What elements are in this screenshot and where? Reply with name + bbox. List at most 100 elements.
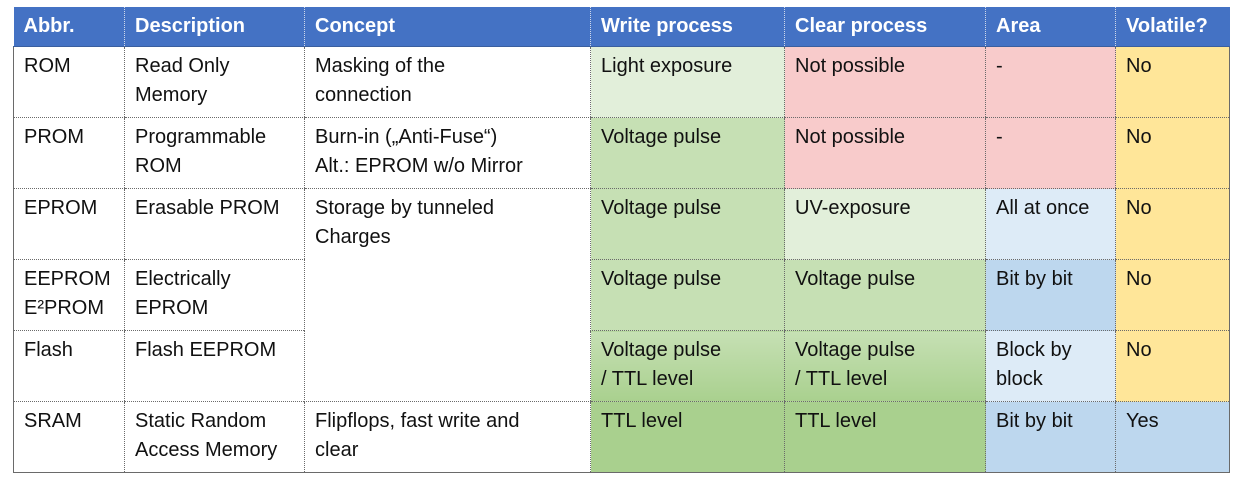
cell-text: Not possible xyxy=(795,55,906,77)
cell-concept: Flipflops, fast write and clear xyxy=(304,401,591,473)
cell-text: Block by xyxy=(996,339,1072,361)
cell-text: EPROM xyxy=(135,297,209,319)
cell-area: - xyxy=(985,117,1116,189)
cell-volatile: No xyxy=(1115,46,1230,118)
cell-area: Bit by bit xyxy=(985,259,1116,331)
cell-text: E²PROM xyxy=(24,297,104,319)
cell-text: EPROM xyxy=(24,197,98,219)
memory-types-table: Abbr. Description Concept Write process … xyxy=(13,7,1230,473)
cell-concept: Masking of the connection xyxy=(304,46,591,118)
cell-volatile: Yes xyxy=(1115,401,1230,473)
cell-description: Programmable ROM xyxy=(124,117,305,189)
cell-abbr: Flash xyxy=(13,330,125,402)
cell-concept: Burn-in („Anti-Fuse“) Alt.: EPROM w/o Mi… xyxy=(304,117,591,189)
cell-text: Voltage pulse xyxy=(601,268,722,290)
cell-text: Electrically xyxy=(135,268,231,290)
cell-abbr: PROM xyxy=(13,117,125,189)
cell-description: Static Random Access Memory xyxy=(124,401,305,473)
cell-text: Programmable xyxy=(135,126,267,148)
table-row: PROM Programmable ROM Burn-in („Anti-Fus… xyxy=(13,117,1230,189)
cell-volatile: No xyxy=(1115,330,1230,402)
cell-abbr: ROM xyxy=(13,46,125,118)
cell-text: EEPROM xyxy=(24,268,111,290)
header-area: Area xyxy=(985,7,1116,47)
cell-text: Light exposure xyxy=(601,55,733,77)
cell-text: Yes xyxy=(1126,410,1159,432)
table-row: SRAM Static Random Access Memory Flipflo… xyxy=(13,401,1230,473)
header-concept: Concept xyxy=(304,7,591,47)
cell-text: No xyxy=(1126,126,1152,148)
cell-clear: Not possible xyxy=(784,117,986,189)
cell-text: All at once xyxy=(996,197,1090,219)
cell-text: Access Memory xyxy=(135,439,278,461)
cell-text: No xyxy=(1126,268,1152,290)
cell-text: Static Random xyxy=(135,410,267,432)
cell-text: Masking of the xyxy=(315,55,446,77)
cell-abbr: EPROM xyxy=(13,188,125,260)
cell-text: Flash EEPROM xyxy=(135,339,277,361)
header-volatile: Volatile? xyxy=(1115,7,1230,47)
cell-volatile: No xyxy=(1115,259,1230,331)
cell-text: Alt.: EPROM w/o Mirror xyxy=(315,155,523,177)
cell-clear: TTL level xyxy=(784,401,986,473)
cell-text: - xyxy=(996,55,1003,77)
cell-description: Erasable PROM xyxy=(124,188,305,260)
cell-clear: Voltage pulse xyxy=(784,259,986,331)
cell-write: TTL level xyxy=(590,401,785,473)
cell-text: Flipflops, fast write and xyxy=(315,410,520,432)
cell-text: Read Only xyxy=(135,55,230,77)
table-row: EPROM Erasable PROM Storage by tunneled … xyxy=(13,188,1230,402)
cell-clear: Voltage pulse / TTL level xyxy=(784,330,986,402)
cell-text: block xyxy=(996,368,1043,390)
cell-text: UV-exposure xyxy=(795,197,911,219)
table-row: EEPROM E²PROM Electrically EPROM Voltage… xyxy=(13,259,1230,331)
cell-text: / TTL level xyxy=(601,368,694,390)
cell-text: ROM xyxy=(24,55,71,77)
cell-text: Bit by bit xyxy=(996,268,1073,290)
cell-area: - xyxy=(985,46,1116,118)
cell-text: No xyxy=(1126,55,1152,77)
cell-text: Bit by bit xyxy=(996,410,1073,432)
cell-clear: Not possible xyxy=(784,46,986,118)
cell-description: Read Only Memory xyxy=(124,46,305,118)
cell-text: SRAM xyxy=(24,410,82,432)
cell-area: Block by block xyxy=(985,330,1116,402)
cell-text: Voltage pulse xyxy=(601,197,722,219)
cell-description: Flash EEPROM xyxy=(124,330,305,402)
table-row: ROM Read Only Memory Masking of the conn… xyxy=(13,46,1230,118)
cell-text: TTL level xyxy=(601,410,683,432)
cell-text: Voltage pulse xyxy=(795,339,916,361)
cell-text: Erasable PROM xyxy=(135,197,280,219)
cell-write: Light exposure xyxy=(590,46,785,118)
header-write-process: Write process xyxy=(590,7,785,47)
cell-text: Charges xyxy=(315,226,391,248)
cell-concept: Storage by tunneled Charges xyxy=(304,188,591,402)
header-clear-process: Clear process xyxy=(784,7,986,47)
cell-text: Voltage pulse xyxy=(795,268,916,290)
table-row: Flash Flash EEPROM Voltage pulse / TTL l… xyxy=(13,330,1230,402)
cell-text: / TTL level xyxy=(795,368,888,390)
cell-text: TTL level xyxy=(795,410,877,432)
header-description: Description xyxy=(124,7,305,47)
cell-text: connection xyxy=(315,84,412,106)
cell-volatile: No xyxy=(1115,188,1230,260)
header-row: Abbr. Description Concept Write process … xyxy=(13,7,1230,47)
cell-text: Memory xyxy=(135,84,208,106)
cell-text: No xyxy=(1126,197,1152,219)
cell-text: - xyxy=(996,126,1003,148)
cell-text: ROM xyxy=(135,155,182,177)
cell-text: Not possible xyxy=(795,126,906,148)
cell-text: Flash xyxy=(24,339,73,361)
cell-area: Bit by bit xyxy=(985,401,1116,473)
cell-text: Burn-in („Anti-Fuse“) xyxy=(315,126,498,148)
cell-write: Voltage pulse xyxy=(590,188,785,260)
cell-text: Voltage pulse xyxy=(601,126,722,148)
cell-text: No xyxy=(1126,339,1152,361)
cell-text: clear xyxy=(315,439,359,461)
cell-write: Voltage pulse xyxy=(590,259,785,331)
cell-write: Voltage pulse / TTL level xyxy=(590,330,785,402)
cell-abbr: EEPROM E²PROM xyxy=(13,259,125,331)
cell-volatile: No xyxy=(1115,117,1230,189)
cell-description: Electrically EPROM xyxy=(124,259,305,331)
header-abbr: Abbr. xyxy=(13,7,125,47)
